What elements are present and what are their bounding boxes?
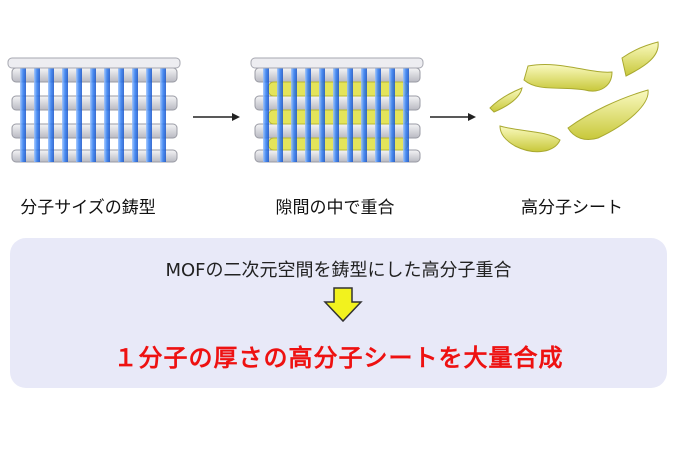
down-arrow-icon [323, 287, 363, 323]
step-label-polymerize: 隙間の中で重合 [275, 198, 395, 218]
arrow-1 [193, 113, 240, 121]
summary-box: MOFの二次元空間を鋳型にした高分子重合 １分子の厚さの高分子シートを大量合成 [10, 238, 667, 388]
process-diagram [7, 41, 659, 163]
arrow-2 [430, 113, 476, 121]
pillar-group-2 [263, 58, 409, 162]
polymer-sheets [489, 41, 659, 153]
template-stack [7, 57, 181, 163]
step-label-sheet: 高分子シート [521, 198, 623, 218]
result-headline: １分子の厚さの高分子シートを大量合成 [113, 344, 564, 372]
step-label-template: 分子サイズの鋳型 [20, 198, 156, 218]
polymerization-stack [250, 57, 424, 163]
process-description: MOFの二次元空間を鋳型にした高分子重合 [165, 260, 512, 281]
pillar-group [20, 58, 166, 162]
